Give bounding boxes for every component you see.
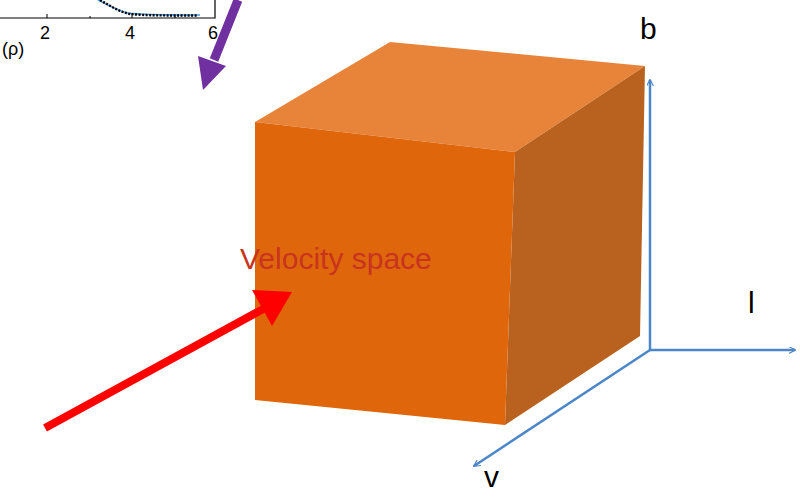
tick-label: 4 (125, 24, 135, 42)
axis-label: v (484, 462, 499, 492)
axis-label: l (748, 288, 755, 318)
axis-label: (ρ) (2, 40, 24, 58)
axis-label: b (640, 14, 657, 44)
tick-label: 2 (40, 24, 50, 42)
region-label: Velocity space (240, 244, 432, 274)
tick-label: 6 (208, 24, 218, 42)
cube (255, 42, 645, 425)
purple-arrow (198, 0, 238, 90)
plot-fragment (0, 0, 215, 18)
axes (474, 80, 795, 466)
red-arrow (45, 290, 292, 428)
